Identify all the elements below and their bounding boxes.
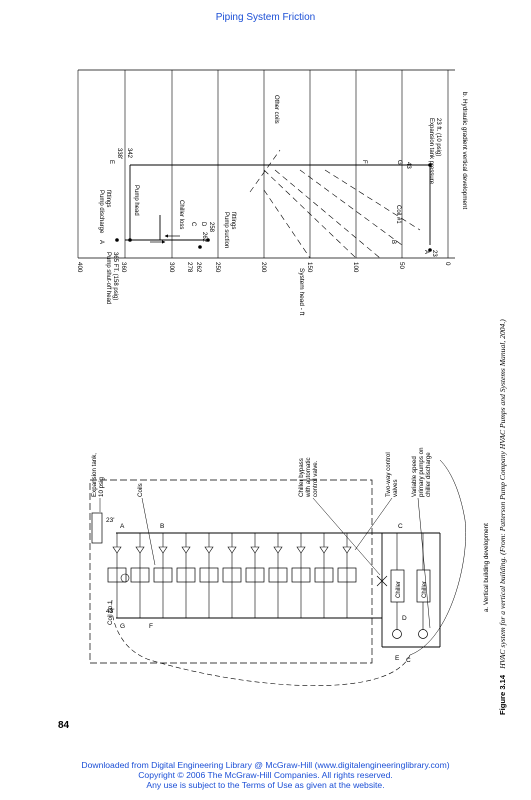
other-coils-dashed [249,149,421,259]
value-262: 262 [201,232,207,243]
point-a-b: B [160,523,164,530]
tick-0: 0 [444,262,451,266]
svg-text:Figure 3.14 HVAC system: Figure 3.14 HVAC system for a vertical b… [498,319,507,715]
expansion-tank-symbol [91,512,103,544]
head-axis-ticks: 400 360 300 278 262 250 200 150 100 50 0 [76,262,451,273]
chiller-loss-label: Chiller loss [178,200,184,229]
point-b-g: G [396,160,402,165]
tick-50: 50 [398,262,405,269]
chiller-bypass-label: Chiller bypass [298,458,305,497]
two-way-valves [112,546,352,554]
tick-400: 400 [76,262,83,273]
pump-discharge-label: Pump discharge [98,190,104,234]
point-a-e: E [395,655,400,662]
gradient-annotations: Pump shut-off head 365 FT. (158 psig) Pu… [98,95,441,304]
expansion-tank-label: Expansion tank, [91,453,98,497]
vertical-building-diagram: A B C G F D C E 23' 43' Expansion tank, … [89,447,490,686]
coil-no1-label: Coil no.1 [107,600,114,625]
point-a-c2: C [406,657,411,664]
hydraulic-gradient-diagram: 400 360 300 278 262 250 200 150 100 50 0… [76,69,468,316]
pump-2-symbol [418,629,428,639]
tick-250: 250 [214,262,221,273]
chiller-1-symbol [390,569,405,603]
point-b-a2: A [423,250,429,254]
value-23: 23 [431,250,437,257]
variable-speed-label-2: primary pumps on [418,447,425,497]
value-43: 43 [405,162,411,169]
gradient-line [125,164,431,245]
value-342: 342 [126,148,132,159]
value-338: 338' [116,148,122,159]
page-number: 84 [58,720,70,731]
point-b-f: F [361,160,367,164]
footer-line-3: Any use is subject to the Terms of Use a… [146,780,385,790]
tick-278: 278 [186,262,193,273]
variable-speed-label-3: chiller discharge [425,452,432,497]
point-b-a: A [98,240,104,244]
pump-shutoff-label: Pump shut-off head [105,252,111,304]
cross-reference-dashed [111,599,411,686]
page-header: Piping System Friction [215,12,316,23]
expansion-tank-pressure: 10 psig [98,476,105,497]
chiller-1-label: Chiller [396,581,402,598]
figure-caption-text: HVAC system for a vertical building. (Fr… [498,319,507,670]
coil1-label: Coil #1 [395,205,401,224]
point-b-d: D [200,222,206,227]
head-grid [77,70,449,258]
chiller-bypass-label-3: control valve. [312,460,319,497]
pump-1-symbol [392,629,402,639]
tick-200: 200 [260,262,267,273]
point-b-c: C [190,222,196,227]
two-way-valves-label-2: valves [392,479,399,497]
pump-suction-label: Pump suction [223,212,229,248]
pump-suction-label-2: fittings [230,212,236,229]
figure-caption: Figure 3.14 HVAC system for a vertical b… [498,319,507,715]
point-a-c: C [398,523,403,530]
tick-262: 262 [195,262,202,273]
tick-100: 100 [352,262,359,273]
pump-shutoff-value: 365 FT. (158 psig) [112,252,118,300]
chiller-bypass-label-2: with automatic [305,457,312,498]
tick-150: 150 [306,262,313,273]
point-b-e: E [108,160,114,164]
tick-360: 360 [120,262,127,273]
footer-line-1[interactable]: Downloaded from Digital Engineering Libr… [81,760,450,770]
expansion-pressure-label: Expansion tank pressure [428,118,434,185]
footer: Downloaded from Digital Engineering Libr… [0,760,531,790]
value-258: 258 [208,222,214,233]
tick-300: 300 [168,262,175,273]
two-way-valves-label: Two-way control [385,452,392,497]
diagram-a-points: A B C G F D C E 23' 43' [106,517,411,664]
footer-line-2: Copyright © 2006 The McGraw-Hill Compani… [138,770,393,780]
diagram-b-subtitle: b. Hydraulic gradient vertical developme… [461,92,468,210]
point-a-g: G [120,623,125,630]
point-a-d: D [402,615,407,622]
leader-lines [99,497,431,629]
point-b-b: B [390,240,396,244]
pump-discharge-label-2: fittings [105,190,111,207]
height-23: 23' [106,517,114,524]
height-43: 43' [106,608,114,615]
point-a-a: A [120,523,125,530]
variable-speed-label: Variable speed [411,456,418,497]
pump-head-label: Pump head [133,185,139,216]
chiller-2-label: Chiller [422,581,428,598]
diagram-a-labels: Expansion tank, 10 psig Coils Chiller by… [91,447,432,625]
expansion-pressure-value: 23 ft. (10 psig) [435,118,441,156]
diagram-a-subtitle: a. Vertical building development [483,523,490,612]
coils-label: Coils [137,483,144,497]
other-coils-label: Other coils [273,95,279,124]
head-axis-title: System head - ft [298,268,305,316]
point-a-f: F [149,623,153,630]
figure-label: Figure 3.14 [498,674,507,715]
